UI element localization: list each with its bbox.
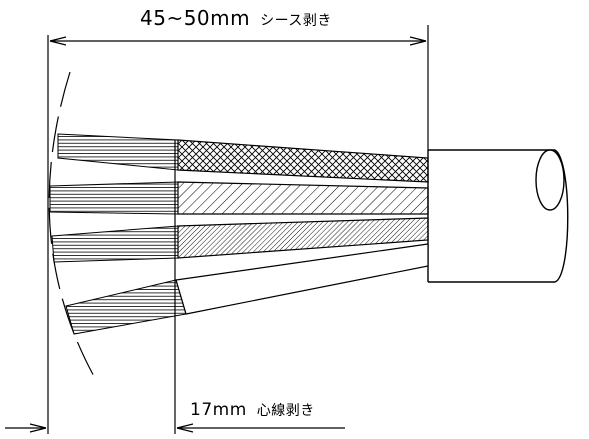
arrowhead-right xyxy=(409,36,427,46)
sheath-end-ellipse xyxy=(535,149,565,211)
sheath-strip-dimension: 45~50mm シース剥き xyxy=(140,6,332,30)
cable-sheath xyxy=(427,149,569,283)
core-strip-label: 心線剥き xyxy=(256,403,315,419)
core-strip-value: 17mm xyxy=(190,400,247,420)
wire-1 xyxy=(57,133,429,183)
sheath-strip-label: シース剥き xyxy=(260,13,332,29)
dash-arc xyxy=(48,71,97,381)
arrowhead-core xyxy=(176,423,194,433)
core-strip-dimension: 17mm 心線剥き xyxy=(190,400,315,420)
wire-3 xyxy=(51,217,429,263)
wire-2 xyxy=(49,181,429,215)
sheath-strip-value: 45~50mm xyxy=(140,6,251,30)
arrowhead-left xyxy=(49,36,67,46)
arrowhead-outer-left xyxy=(29,423,47,433)
wire-4 xyxy=(65,243,429,335)
